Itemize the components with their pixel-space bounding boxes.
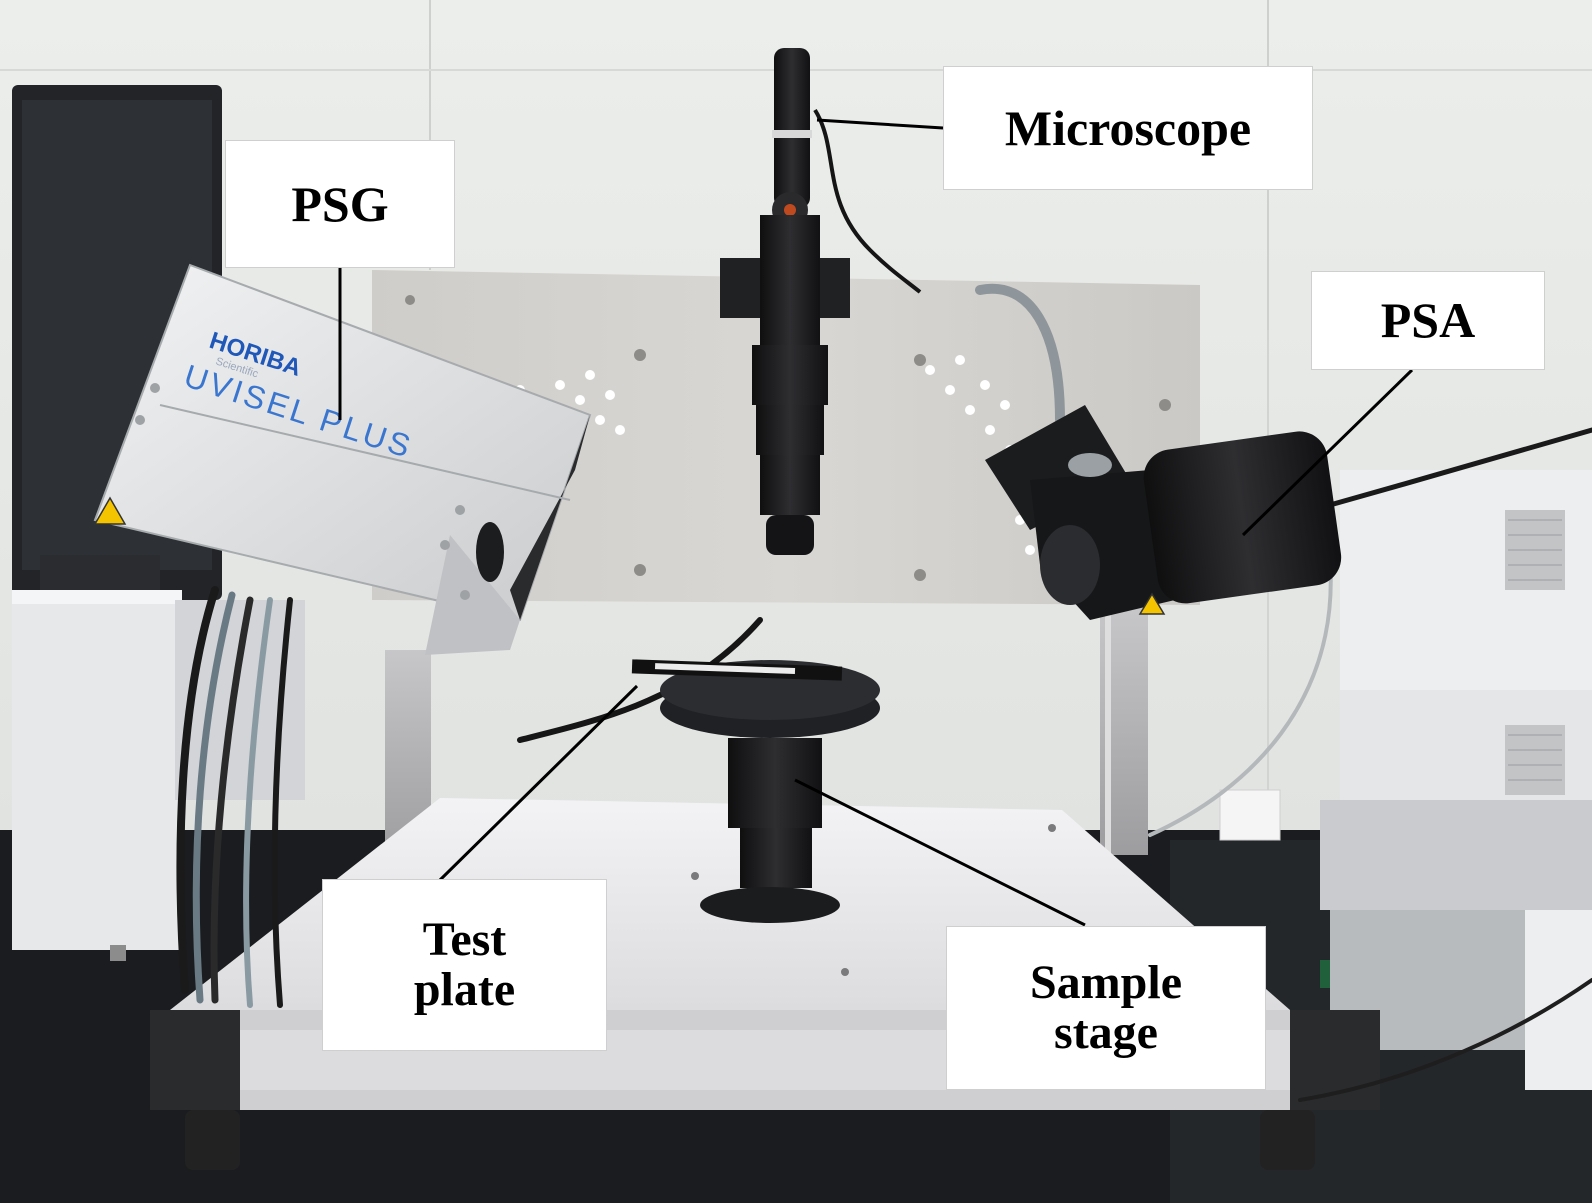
label-microscope-text: Microscope bbox=[1004, 99, 1252, 156]
label-psg: PSG bbox=[225, 140, 455, 268]
microscope bbox=[720, 48, 922, 555]
label-microscope: Microscope bbox=[943, 66, 1313, 190]
label-sample-stage: Sample stage bbox=[946, 926, 1266, 1090]
label-psg-text: PSG bbox=[291, 175, 389, 232]
leader-psa bbox=[1241, 368, 1414, 537]
label-test-plate-line1: Test bbox=[422, 912, 507, 966]
controller-box bbox=[12, 590, 305, 961]
rack-equipment bbox=[1320, 470, 1592, 1090]
psa-unit bbox=[985, 405, 1342, 620]
psg-unit: HORIBA Scientific UVISEL PLUS bbox=[93, 263, 592, 655]
leader-test-plate bbox=[438, 684, 639, 882]
cables bbox=[176, 283, 1592, 1102]
label-test-plate: Test plate bbox=[322, 879, 607, 1051]
sample-stage bbox=[631, 659, 880, 923]
label-sample-stage-line1: Sample bbox=[1029, 955, 1182, 1009]
wall-socket bbox=[1219, 789, 1281, 841]
label-test-plate-line2: plate bbox=[413, 963, 516, 1016]
label-sample-stage-line2: stage bbox=[1054, 1006, 1158, 1059]
leader-sample-stage bbox=[794, 778, 1086, 927]
leader-microscope bbox=[816, 118, 944, 130]
leader-lines bbox=[338, 118, 1414, 927]
label-psa: PSA bbox=[1311, 271, 1545, 370]
label-psa-text: PSA bbox=[1380, 292, 1476, 349]
